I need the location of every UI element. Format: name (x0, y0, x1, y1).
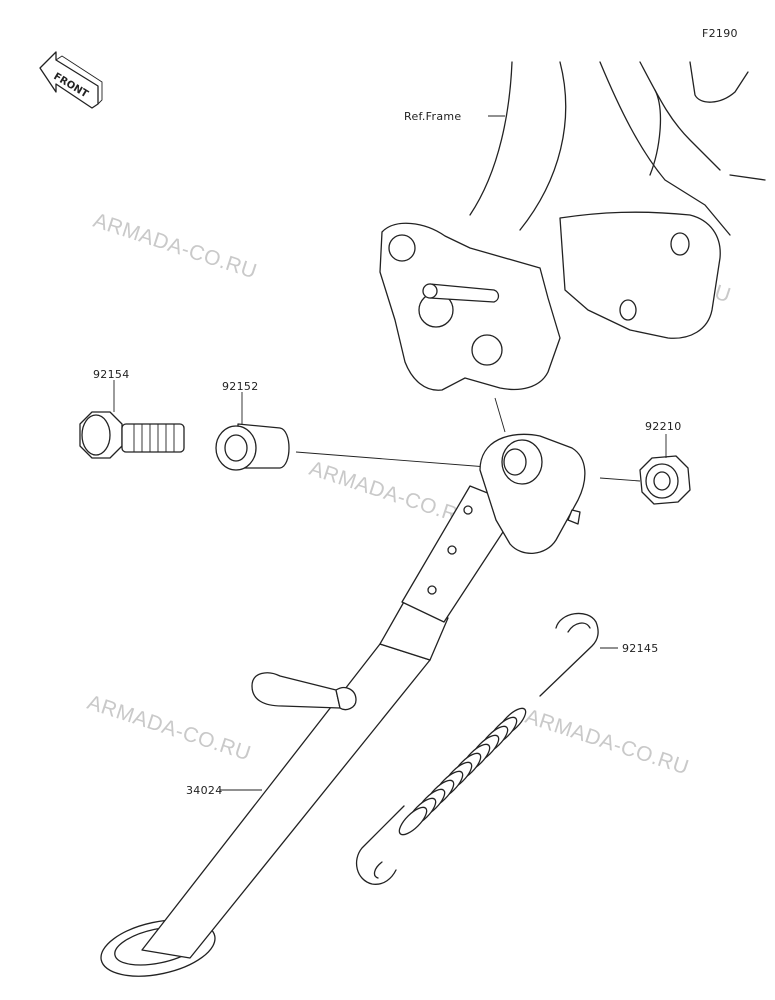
callout-92145: 92145 (622, 642, 659, 655)
bolt-92154: 92154 (79, 368, 185, 459)
spring-92145: 92145 (355, 612, 659, 885)
nut-92210: 92210 (599, 420, 691, 505)
callout-92152: 92152 (222, 380, 259, 393)
watermark-5: ARMADA-CO.RU (522, 705, 691, 780)
front-arrow-icon: FRONT (39, 51, 103, 109)
assembly-axis (295, 451, 501, 469)
figure-code: F2190 (702, 27, 738, 40)
watermark-4: ARMADA-CO.RU (84, 691, 253, 766)
leader-frame-to-stand (494, 397, 506, 433)
reference-frame: Ref.Frame (379, 61, 766, 391)
spring-coils (398, 707, 527, 836)
callout-92154: 92154 (93, 368, 130, 381)
callout-34024: 34024 (186, 784, 223, 797)
side-stand-34024: 34024 (100, 433, 586, 977)
callout-92210: 92210 (645, 420, 682, 433)
callout-ref-frame: Ref.Frame (404, 110, 461, 123)
watermark-1: ARMADA-CO.RU (90, 209, 259, 284)
collar-92152: 92152 (215, 380, 290, 471)
